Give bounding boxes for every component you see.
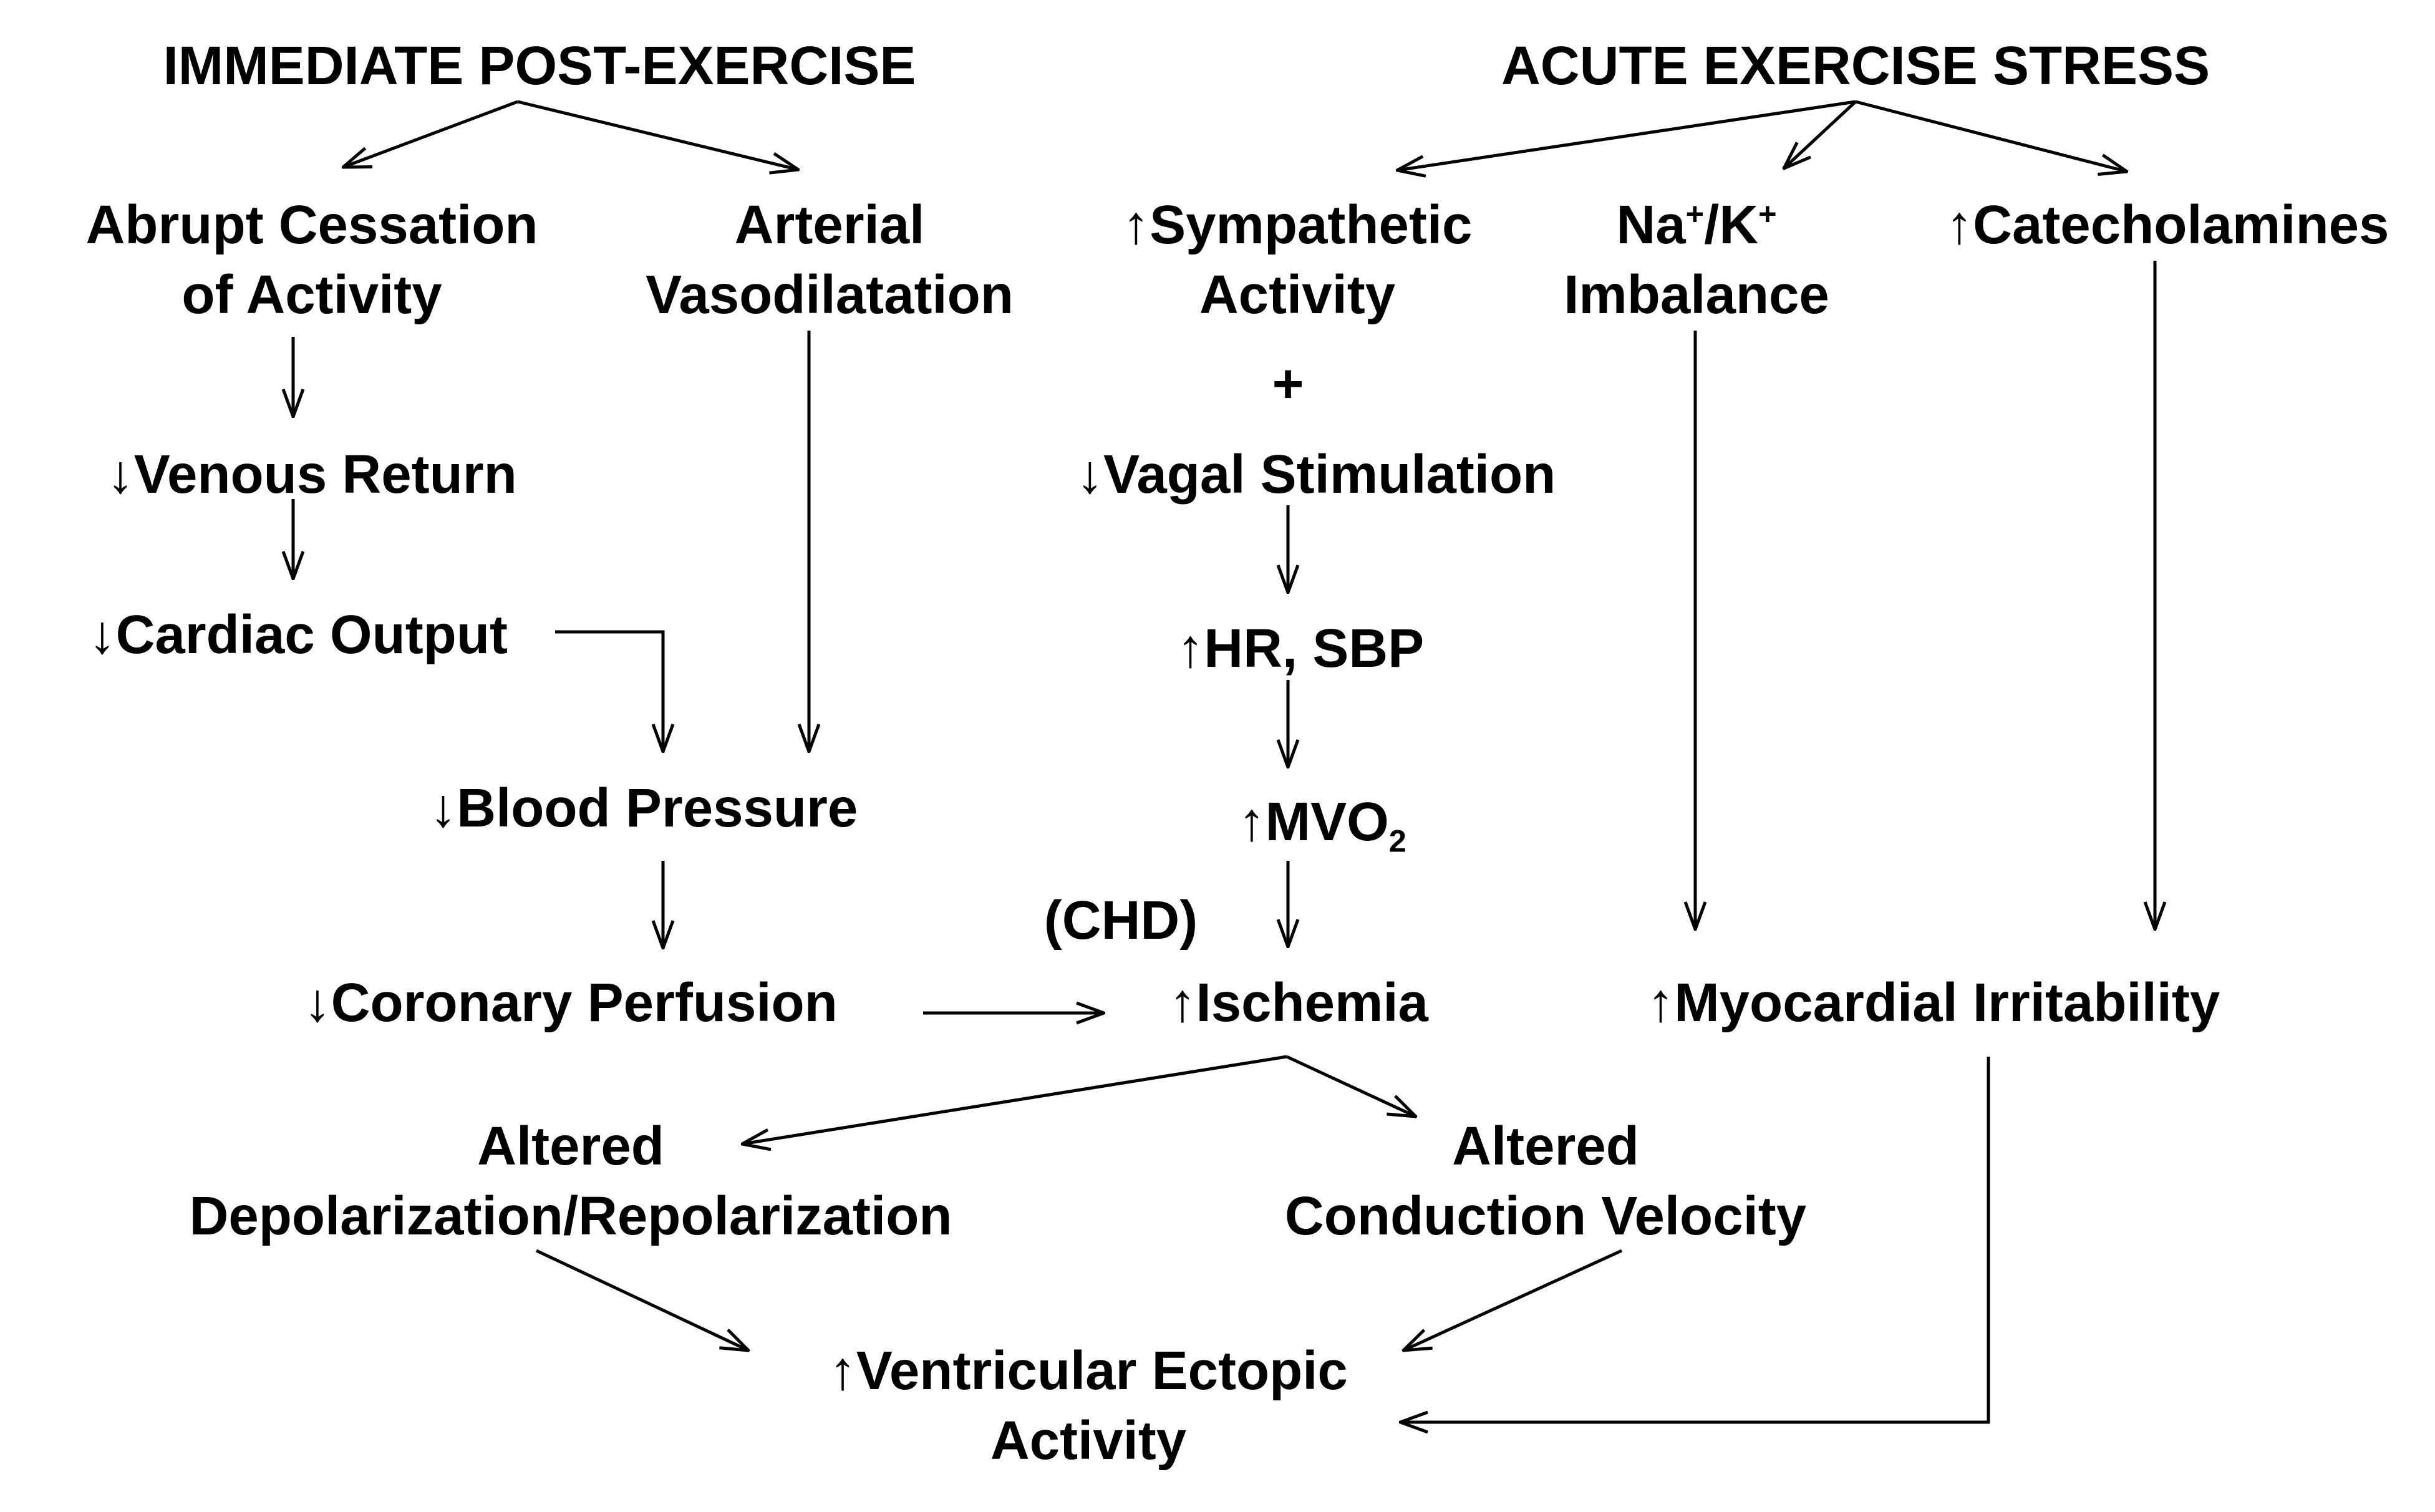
node-ventricular-line-1: Activity — [990, 1410, 1187, 1471]
node-cardiac: ↓Cardiac Output — [89, 600, 508, 670]
node-ischemia-line-0: ↑Ischemia — [1169, 972, 1428, 1033]
node-nak: Na+/K+ Imbalance — [1564, 190, 1829, 330]
node-conduction-line-0: Altered — [1452, 1116, 1639, 1176]
node-vasodil-line-0: Arterial — [734, 195, 925, 255]
node-catechol: ↑Catecholamines — [1946, 190, 2389, 260]
node-chd: (CHD) — [1044, 886, 1198, 956]
edge-post-to-vasodil — [517, 100, 798, 170]
node-plus: + — [1272, 349, 1304, 419]
node-depol-line-0: Altered — [477, 1116, 664, 1176]
node-conduction-line-1: Conduction Velocity — [1284, 1186, 1807, 1246]
node-post-line-0: IMMEDIATE POST-EXERCISE — [163, 36, 916, 96]
node-stress: ACUTE EXERCISE STRESS — [1501, 31, 2210, 101]
node-bp: ↓Blood Pressure — [430, 773, 858, 843]
node-hr-line-0: ↑HR, SBP — [1176, 618, 1425, 679]
edge-cardiac-to-bp — [555, 630, 663, 752]
node-mvo2: ↑MVO2 — [1238, 787, 1406, 857]
edge-stress-to-nak — [1784, 100, 1857, 168]
node-ischemia: ↑Ischemia — [1169, 968, 1428, 1038]
edge-myo-to-ventricular — [1400, 1057, 1990, 1422]
node-plus-line-0: + — [1272, 354, 1304, 414]
node-depol-line-1: Depolarization/Repolarization — [189, 1186, 952, 1246]
edge-stress-to-symp — [1397, 100, 1856, 170]
node-hr: ↑HR, SBP — [1177, 614, 1424, 684]
node-vasodil-line-1: Vasodilatation — [646, 264, 1014, 325]
node-abrupt-line-0: Abrupt Cessation — [85, 195, 538, 255]
node-stress-line-0: ACUTE EXERCISE STRESS — [1501, 36, 2210, 96]
edge-post-to-abrupt — [343, 100, 518, 167]
node-symp-line-0: ↑Sympathetic — [1122, 195, 1473, 255]
node-myo-line-0: ↑Myocardial Irritability — [1647, 972, 2220, 1033]
node-vagal-line-0: ↓Vagal Stimulation — [1076, 444, 1556, 505]
node-bp-line-0: ↓Blood Pressure — [429, 778, 858, 838]
node-abrupt-line-1: of Activity — [182, 264, 442, 325]
node-coronary: ↓Coronary Perfusion — [304, 968, 838, 1038]
node-mvo2-line-0: ↑MVO2 — [1238, 792, 1406, 859]
edge-ischemia-to-depol — [742, 1055, 1287, 1144]
node-post: IMMEDIATE POST-EXERCISE — [163, 31, 916, 101]
node-symp-line-1: Activity — [1199, 264, 1396, 325]
node-coronary-line-0: ↓Coronary Perfusion — [304, 972, 838, 1033]
node-myo: ↑Myocardial Irritability — [1647, 968, 2220, 1038]
node-venous-line-0: ↓Venous Return — [107, 444, 517, 505]
edge-depol-to-ventricular — [535, 1249, 748, 1350]
node-ventricular-line-0: ↑Ventricular Ectopic — [829, 1340, 1348, 1401]
node-nak-line-1: Imbalance — [1564, 264, 1829, 325]
node-nak-line-0: Na+/K+ — [1616, 195, 1777, 255]
edge-ischemia-to-conduction — [1285, 1055, 1416, 1117]
node-vagal: ↓Vagal Stimulation — [1077, 440, 1556, 510]
edge-stress-to-catechol — [1855, 100, 2127, 172]
node-abrupt: Abrupt Cessation of Activity — [85, 190, 538, 330]
node-cardiac-line-0: ↓Cardiac Output — [89, 604, 508, 665]
node-catechol-line-0: ↑Catecholamines — [1945, 195, 2389, 255]
node-chd-line-0: (CHD) — [1043, 890, 1198, 951]
node-venous: ↓Venous Return — [107, 440, 516, 510]
edge-conduction-to-ventricular — [1403, 1249, 1623, 1350]
